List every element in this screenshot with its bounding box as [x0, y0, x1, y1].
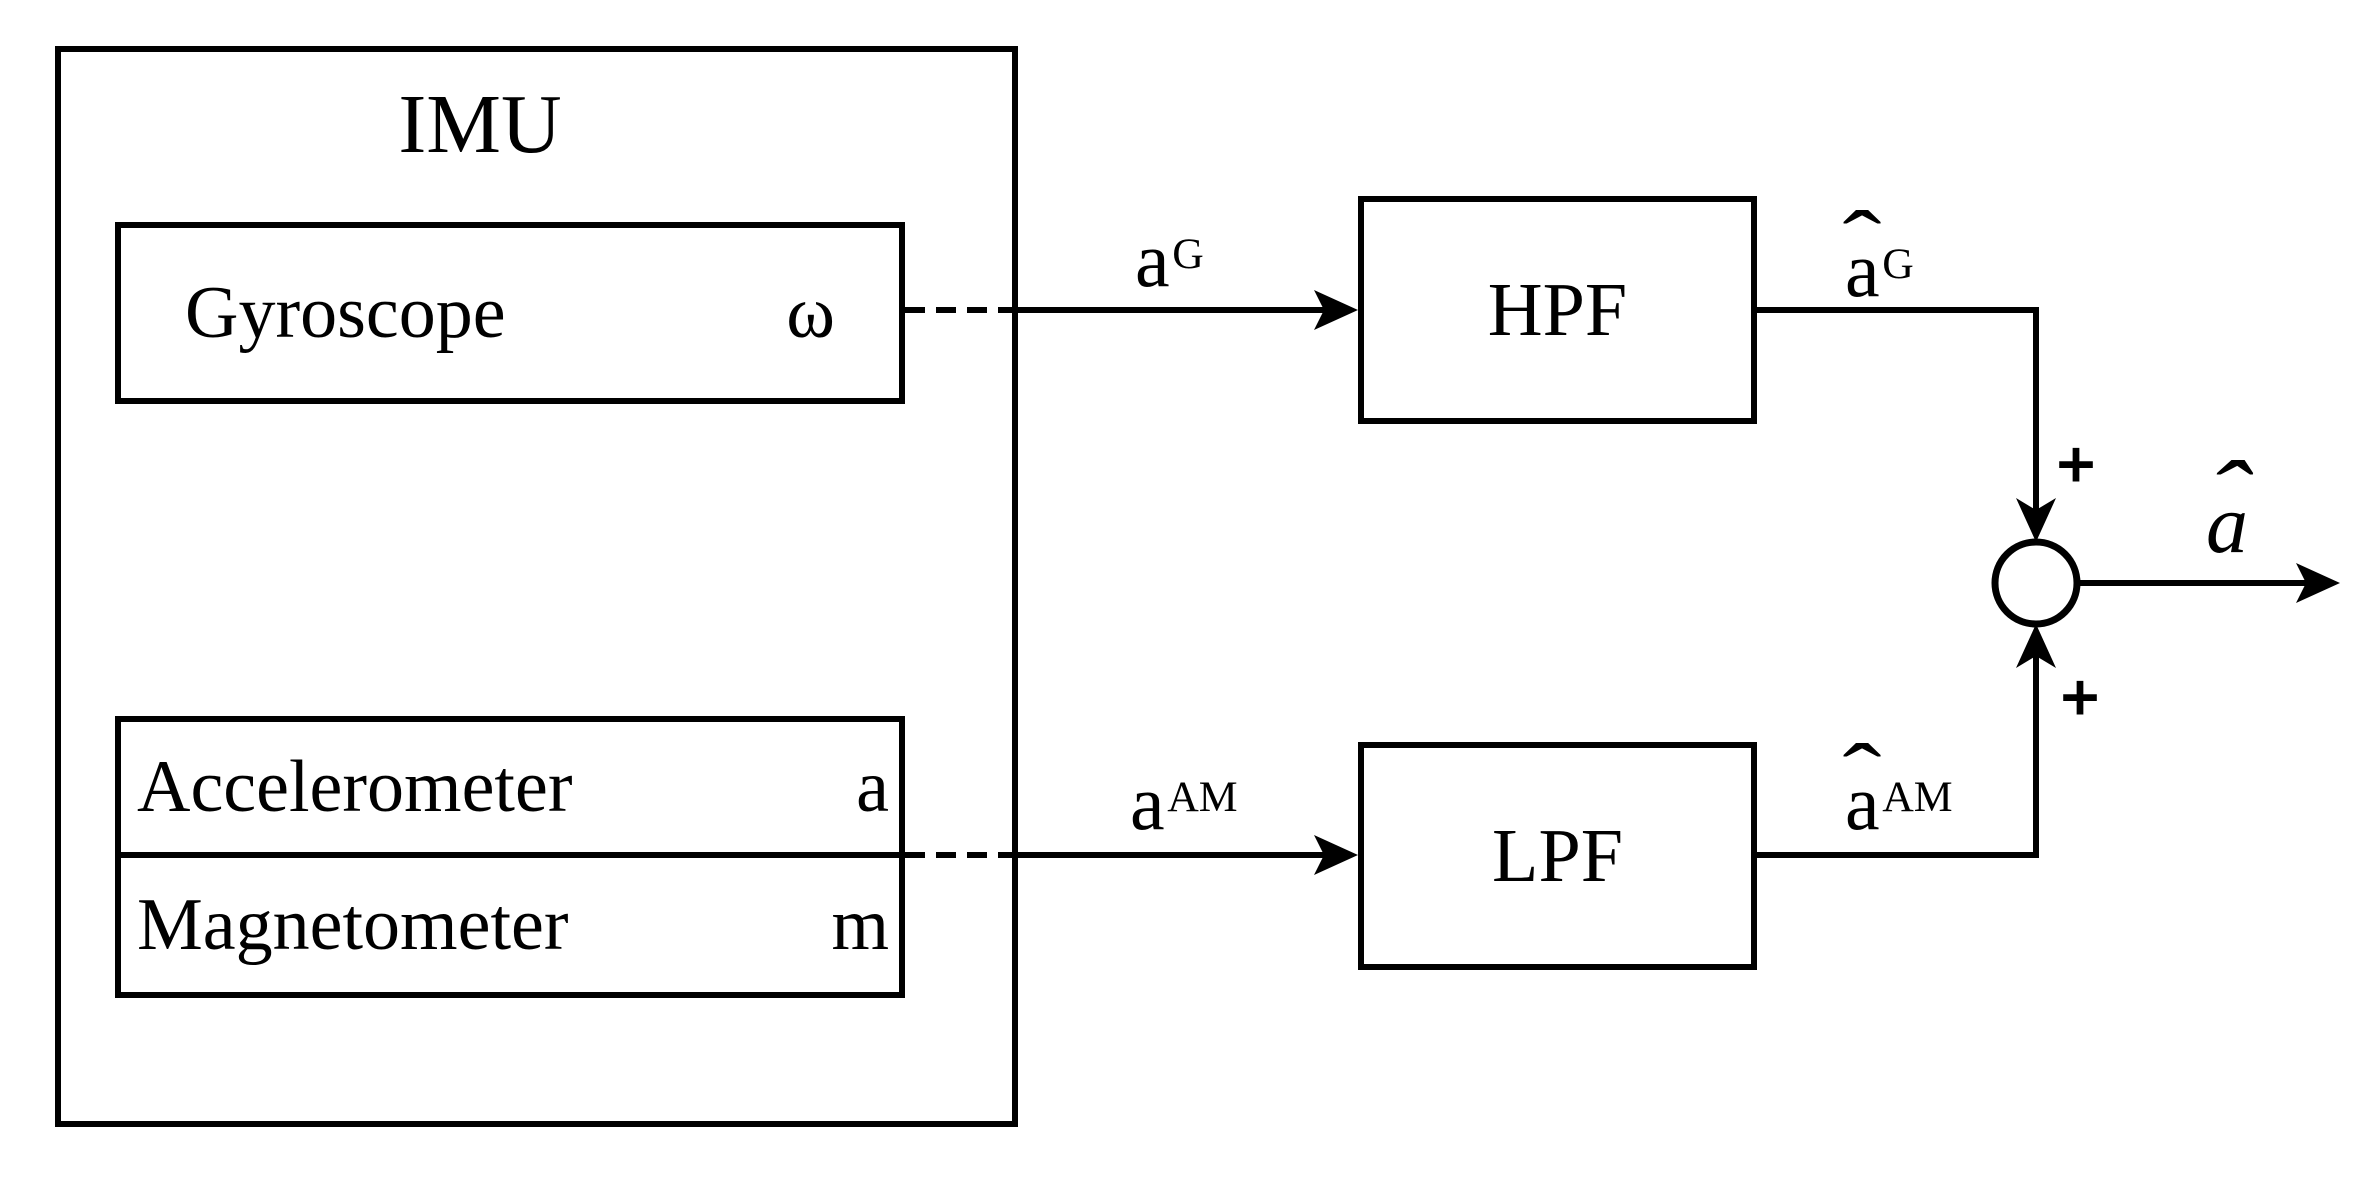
- arrowhead-up-into-sum: [2016, 624, 2056, 668]
- magnetometer-label: Magnetometer: [137, 884, 569, 966]
- hat-mark: ˆ: [2206, 442, 2248, 550]
- accelerometer-label: Accelerometer: [137, 746, 573, 828]
- accelerometer-box: Accelerometer a: [115, 716, 905, 858]
- magnetometer-symbol-m: m: [831, 884, 889, 966]
- summing-junction-circle: [1991, 538, 2081, 628]
- hat-mark: ˆ: [1842, 192, 1882, 293]
- signal-superscript: G: [1882, 239, 1914, 288]
- signal-superscript: AM: [1882, 772, 1953, 821]
- gyroscope-label: Gyroscope: [185, 272, 506, 354]
- accelerometer-symbol-a: a: [856, 746, 889, 828]
- imu-box: [55, 46, 1018, 1127]
- arrowhead-down-into-sum: [2016, 498, 2056, 542]
- signal-base: a: [1130, 759, 1165, 846]
- arrowhead-into-lpf: [1314, 835, 1358, 875]
- plus-sign-top: +: [2056, 426, 2097, 502]
- signal-base: a: [1135, 216, 1170, 303]
- arrowhead-output: [2296, 563, 2340, 603]
- imu-title: IMU: [398, 78, 562, 171]
- hat-mark: ˆ: [1842, 725, 1882, 826]
- signal-label-a-AM: aAM: [1130, 764, 1238, 842]
- plus-sign-bottom: +: [2060, 659, 2101, 735]
- signal-base: a: [1845, 226, 1880, 313]
- signal-base: a: [1845, 759, 1880, 846]
- lpf-box: LPF: [1358, 742, 1757, 970]
- lpf-label: LPF: [1492, 814, 1623, 898]
- signal-base: a: [2206, 478, 2248, 571]
- signal-label-a-G: aG: [1135, 221, 1204, 299]
- arrowhead-into-hpf: [1314, 290, 1358, 330]
- hpf-out-wire: [1757, 307, 2039, 514]
- gyroscope-box: Gyroscope ω: [115, 222, 905, 404]
- magnetometer-box: Magnetometer m: [115, 852, 905, 998]
- signal-superscript: G: [1172, 229, 1204, 278]
- signal-superscript: AM: [1167, 772, 1238, 821]
- hpf-box: HPF: [1358, 196, 1757, 424]
- hpf-label: HPF: [1487, 268, 1628, 352]
- gyroscope-symbol-omega: ω: [786, 272, 835, 354]
